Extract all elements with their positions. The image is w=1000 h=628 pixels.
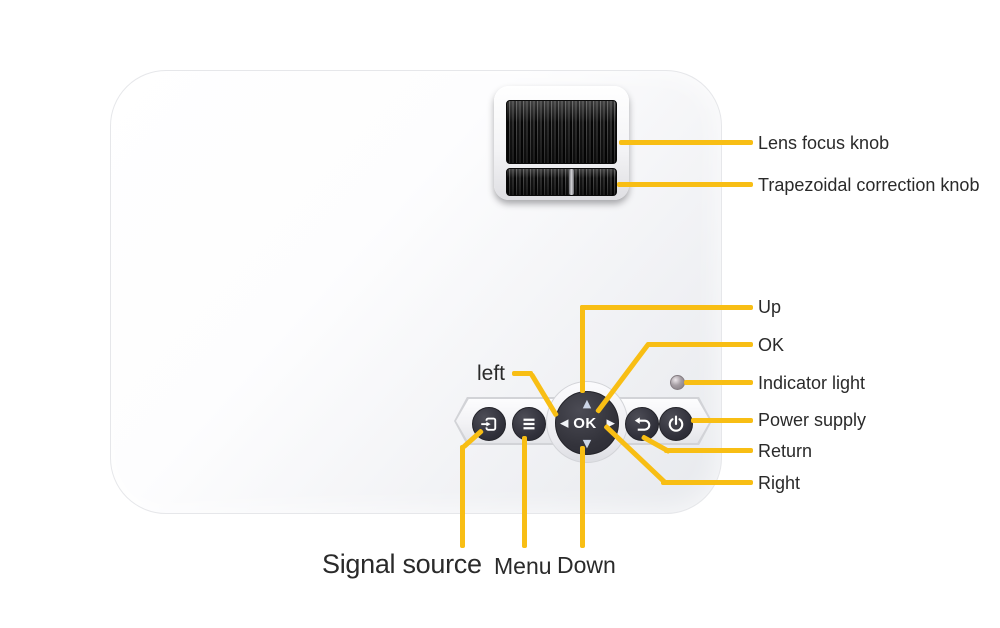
dpad-down-icon: ▼ [582, 437, 592, 450]
leader-signal-vertical [460, 445, 465, 548]
menu-button [512, 407, 546, 441]
label-right: Right [758, 473, 801, 493]
label-menu: Menu [494, 553, 552, 579]
power-icon [666, 414, 686, 434]
dpad-right-icon: ▶ [606, 416, 615, 430]
indicator-light [670, 375, 685, 390]
leader-up-horizontal [580, 305, 753, 310]
label-trapezoidal-knob: Trapezoidal correction knob [758, 175, 980, 195]
dpad: ▲ ▼ ◀ ▶ OK [555, 391, 619, 455]
ok-button-label: OK [573, 414, 597, 432]
leader-left-horizontal [512, 371, 533, 376]
label-signal-source: Signal source [322, 549, 482, 579]
dpad-up-icon: ▲ [582, 397, 592, 410]
label-return: Return [758, 441, 813, 461]
trapezoidal-correction-knob [506, 168, 617, 196]
focus-knob-assembly [494, 86, 629, 200]
dpad-left-icon: ◀ [560, 416, 569, 430]
leader-power [691, 418, 753, 423]
return-arrow-icon [632, 414, 652, 434]
label-left: left [477, 362, 506, 385]
label-lens-focus-knob: Lens focus knob [758, 133, 890, 153]
lens-focus-knob [506, 100, 617, 164]
leader-ok-horizontal [646, 342, 753, 347]
source-input-icon [479, 414, 499, 434]
leader-menu-vertical [522, 436, 527, 548]
label-down: Down [557, 552, 616, 578]
label-up: Up [758, 297, 782, 317]
leader-indicator [684, 380, 753, 385]
leader-right-horizontal [661, 480, 753, 485]
power-button [659, 407, 693, 441]
label-power-supply: Power supply [758, 410, 867, 430]
leader-down-vertical [580, 446, 585, 548]
leader-lens-focus [619, 140, 753, 145]
leader-return-horizontal [664, 448, 753, 453]
knob-divider [569, 169, 574, 195]
label-ok: OK [758, 335, 785, 355]
label-indicator-light: Indicator light [758, 373, 866, 393]
signal-source-button [472, 407, 506, 441]
leader-up-vertical [580, 305, 585, 393]
hamburger-menu-icon [519, 414, 539, 434]
leader-trapezoidal [617, 182, 753, 187]
